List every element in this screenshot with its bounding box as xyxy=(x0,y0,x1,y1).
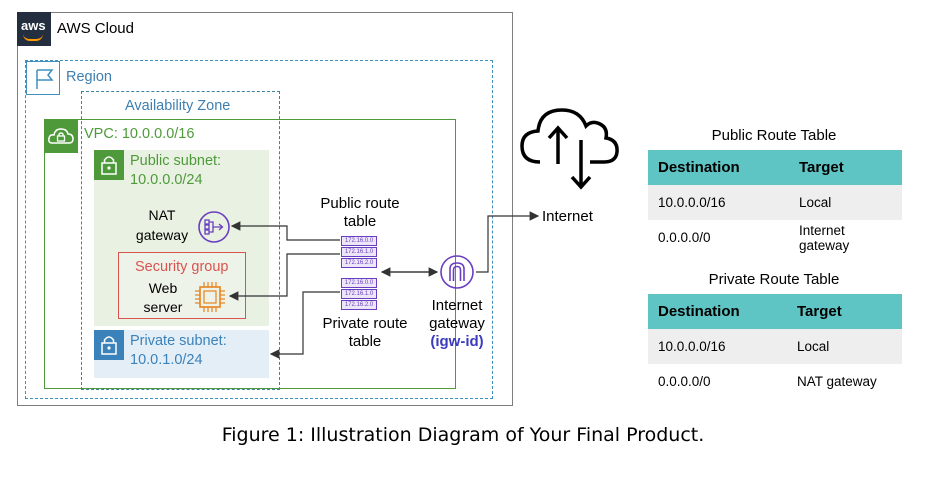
table-cell: 0.0.0.0/0 xyxy=(648,220,789,255)
table-cell: NAT gateway xyxy=(787,364,902,399)
internet-gateway-label-1: Internet xyxy=(431,297,483,314)
column-header: Destination xyxy=(648,294,787,329)
private-route-to-subnet-line xyxy=(269,291,340,359)
private-route-table: Destination Target 10.0.0.0/16 Local 0.0… xyxy=(648,294,902,399)
availability-zone-box xyxy=(81,91,280,390)
internet-gateway-id: (igw-id) xyxy=(430,333,484,350)
web-server-label-2: server xyxy=(143,299,183,315)
internet-gateway-label-2: gateway xyxy=(429,315,485,332)
route-entry: 172.16.0.0 xyxy=(341,278,377,288)
private-route-table-label-2: table xyxy=(348,333,382,350)
region-label: Region xyxy=(66,69,112,85)
column-header: Target xyxy=(787,294,902,329)
table-cell: Local xyxy=(787,329,902,364)
table-header-row: Destination Target xyxy=(648,294,902,329)
private-route-table-icon: 172.16.0.0 172.16.1.0 172.16.2.0 xyxy=(341,278,377,310)
route-entry: 172.16.2.0 xyxy=(341,300,377,310)
public-route-table-title: Public Route Table xyxy=(711,127,837,144)
nat-gateway-label-2: gateway xyxy=(135,227,189,243)
region-box xyxy=(25,60,493,399)
aws-cloud-label: AWS Cloud xyxy=(57,20,134,37)
private-subnet-label: Private subnet: xyxy=(130,333,227,349)
figure-caption: Figure 1: Illustration Diagram of Your F… xyxy=(221,424,705,446)
table-header-row: Destination Target xyxy=(648,150,902,185)
column-header: Destination xyxy=(648,150,789,185)
nat-gateway-icon xyxy=(198,211,230,243)
internet-cloud-icon xyxy=(520,108,619,190)
vpc-label: VPC: 10.0.0.0/16 xyxy=(84,126,195,142)
column-header: Target xyxy=(789,150,902,185)
flag-icon xyxy=(26,61,60,95)
private-subnet-cidr: 10.0.1.0/24 xyxy=(130,352,203,368)
aws-logo: aws xyxy=(17,12,51,46)
nat-to-public-route-line xyxy=(230,221,340,241)
table-cell: Local xyxy=(789,185,902,220)
nat-gateway-label-1: NAT xyxy=(148,207,176,223)
public-route-table: Destination Target 10.0.0.0/16 Local 0.0… xyxy=(648,150,902,255)
internet-label: Internet xyxy=(542,208,593,225)
aws-cloud-frame xyxy=(17,12,513,406)
route-entry: 172.16.1.0 xyxy=(341,289,377,299)
lock-icon xyxy=(94,150,124,180)
table-cell: 10.0.0.0/16 xyxy=(648,185,789,220)
table-cell: 0.0.0.0/0 xyxy=(648,364,787,399)
route-entry: 172.16.1.0 xyxy=(341,247,377,257)
table-cell: Internet gateway xyxy=(789,220,902,255)
table-cell: 10.0.0.0/16 xyxy=(648,329,787,364)
public-route-to-igw-line xyxy=(228,253,340,301)
public-subnet-label: Public subnet: xyxy=(130,153,222,169)
public-route-table-icon: 172.16.0.0 172.16.1.0 172.16.2.0 xyxy=(341,236,377,268)
vpc-cloud-lock-icon xyxy=(44,119,78,153)
table-row: 10.0.0.0/16 Local xyxy=(648,329,902,364)
security-group-box xyxy=(118,252,246,319)
public-subnet-cidr: 10.0.0.0/24 xyxy=(130,172,203,188)
private-route-table-label-1: Private route xyxy=(322,315,408,332)
table-row: 0.0.0.0/0 NAT gateway xyxy=(648,364,902,399)
public-route-table-label-1: Public route xyxy=(320,195,400,212)
lock-icon xyxy=(94,330,124,360)
web-server-label-1: Web xyxy=(148,280,178,296)
route-entry: 172.16.2.0 xyxy=(341,258,377,268)
igw-to-internet-line xyxy=(476,211,540,273)
availability-zone-label: Availability Zone xyxy=(125,98,231,114)
internet-gateway-icon xyxy=(440,255,474,289)
public-route-table-label-2: table xyxy=(343,213,377,230)
table-row: 0.0.0.0/0 Internet gateway xyxy=(648,220,902,255)
route-entry: 172.16.0.0 xyxy=(341,236,377,246)
aws-logo-text: aws xyxy=(21,18,46,33)
private-route-table-title: Private Route Table xyxy=(708,271,840,288)
web-server-chip-icon xyxy=(195,282,225,312)
table-row: 10.0.0.0/16 Local xyxy=(648,185,902,220)
aws-smile-icon xyxy=(23,34,43,41)
security-group-label: Security group xyxy=(135,259,229,275)
vpc-box xyxy=(44,119,456,389)
